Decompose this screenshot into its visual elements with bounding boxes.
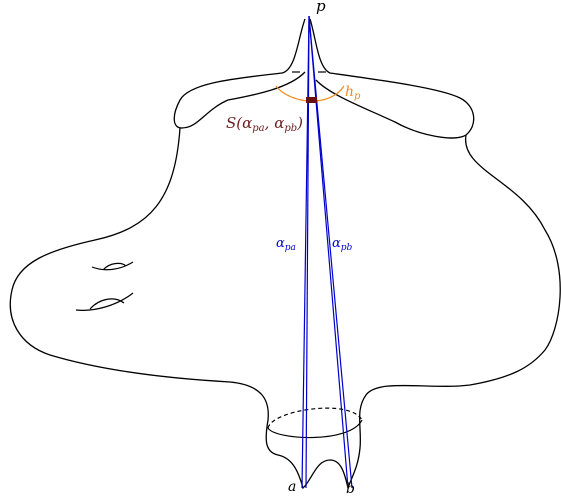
label-sector-alpha2-sub: pb	[284, 123, 297, 134]
label-sector-alpha2: α	[274, 114, 284, 132]
geodesic-alpha-pa-right	[305, 15, 310, 489]
cuff-back-dashed	[267, 407, 363, 429]
sector-mark	[306, 97, 317, 103]
label-a: a	[288, 479, 296, 495]
label-alpha-pb-sub: pb	[341, 243, 353, 253]
label-sector-suffix: )	[296, 114, 303, 132]
label-alpha-pa-sub: pa	[285, 243, 296, 253]
surface-outline	[9, 18, 561, 491]
label-sector-prefix: S(	[226, 114, 243, 132]
handle-upper	[91, 261, 134, 271]
label-sector-alpha1-sub: pa	[252, 123, 264, 134]
label-p: p	[316, 0, 326, 15]
geodesic-alpha-pa-left	[301, 15, 310, 489]
label-b: b	[346, 481, 355, 497]
label-alpha-pb: αpb	[332, 236, 353, 253]
geodesic-alpha-pb-left	[308, 15, 349, 489]
cuff-front	[267, 419, 363, 439]
geodesic-alpha-pb-right	[308, 15, 353, 489]
label-alpha-pa: αpa	[276, 236, 296, 253]
label-sector-sep: ,	[265, 114, 275, 132]
label-sector-alpha1: α	[242, 114, 252, 132]
label-hp-main: h	[345, 84, 354, 100]
label-hp: hp	[345, 84, 361, 102]
label-sector: S(αpa, αpb)	[226, 114, 303, 134]
label-alpha-pb-main: α	[332, 236, 341, 251]
label-hp-sub: p	[354, 91, 361, 102]
handle-lower	[75, 292, 134, 311]
label-alpha-pa-main: α	[276, 236, 285, 251]
